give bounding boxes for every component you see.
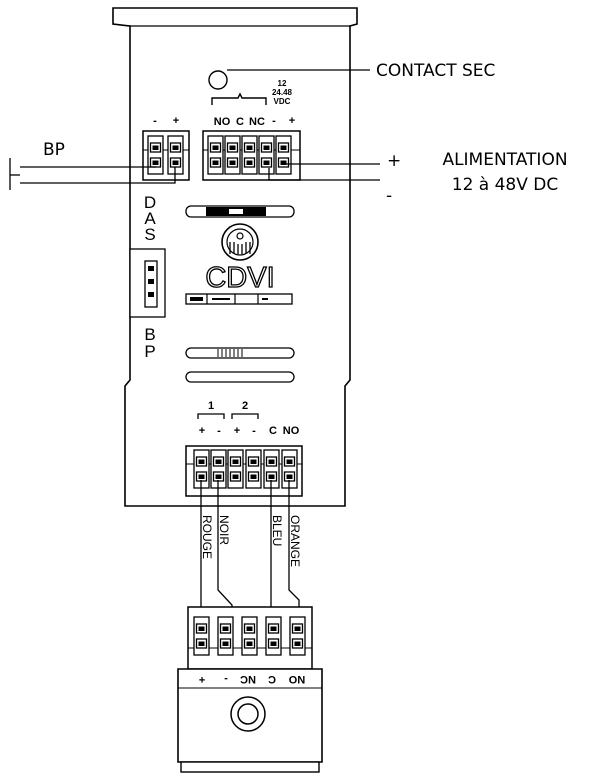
- bottom-label-no: NO: [283, 425, 300, 437]
- bp-wire-2: [20, 167, 176, 184]
- das-letter-a: A: [144, 209, 156, 228]
- power-plus-label: +: [387, 151, 401, 171]
- lower-label-plus: +: [199, 673, 205, 685]
- bp-letter-b: B: [144, 325, 155, 344]
- bp-letter-p: P: [144, 342, 155, 361]
- cdvi-logo-icon: [221, 223, 259, 261]
- das-bp-jumper: [129, 248, 166, 318]
- brand-name: CDVI: [205, 262, 274, 294]
- bp-label-minus: -: [153, 115, 157, 127]
- bottom-label-plus-2: +: [234, 425, 240, 437]
- top-label-no: NO: [214, 116, 231, 128]
- bp-terminal-block: [142, 130, 190, 181]
- bottom-label-c: C: [269, 425, 277, 437]
- top-slot-component: [185, 205, 295, 218]
- lower-label-c: C: [268, 673, 276, 685]
- lower-label-no: NO: [288, 673, 305, 685]
- bottom-label-minus-1: -: [217, 425, 221, 437]
- voltage-line-1: 12: [278, 79, 287, 88]
- wire-label-noir: NOIR: [217, 515, 231, 545]
- power-minus-wire: [268, 168, 380, 181]
- wire-label-bleu: BLEU: [270, 515, 284, 546]
- vent-slots: [185, 347, 295, 383]
- top-label-minus: -: [272, 115, 276, 127]
- top-label-c: C: [236, 116, 244, 128]
- contact-sec-label: CONTACT SEC: [376, 61, 495, 81]
- lower-label-nc: NC: [240, 673, 256, 685]
- wire-label-rouge: ROUGE: [200, 515, 214, 559]
- top-label-plus: +: [289, 115, 295, 127]
- bottom-terminal-block: [185, 445, 303, 497]
- alimentation-line-2: 12 à 48V DC: [452, 175, 558, 195]
- lower-label-minus: -: [224, 673, 228, 685]
- voltage-line-3: VDC: [274, 97, 291, 106]
- bottom-label-plus-1: +: [199, 425, 205, 437]
- das-letter-s: S: [144, 225, 155, 244]
- bottom-label-minus-2: -: [252, 425, 256, 437]
- lower-module: [177, 606, 323, 773]
- top-label-nc: NC: [249, 116, 265, 128]
- bottom-group-2: 2: [242, 400, 248, 412]
- alimentation-line-1: ALIMENTATION: [442, 150, 567, 170]
- contact-sec-bracket: [211, 92, 267, 105]
- top-terminal-block: [202, 130, 301, 181]
- label-strip: [185, 293, 293, 305]
- wire-label-orange: ORANGE: [288, 515, 302, 567]
- voltage-line-2: 24.48: [272, 88, 293, 97]
- bottom-group-1: 1: [208, 400, 214, 412]
- bp-label: BP: [43, 140, 65, 160]
- led-circle: [208, 70, 228, 90]
- das-letter-d: D: [144, 193, 156, 212]
- bp-label-plus: +: [173, 115, 179, 127]
- power-minus-label: -: [386, 186, 392, 206]
